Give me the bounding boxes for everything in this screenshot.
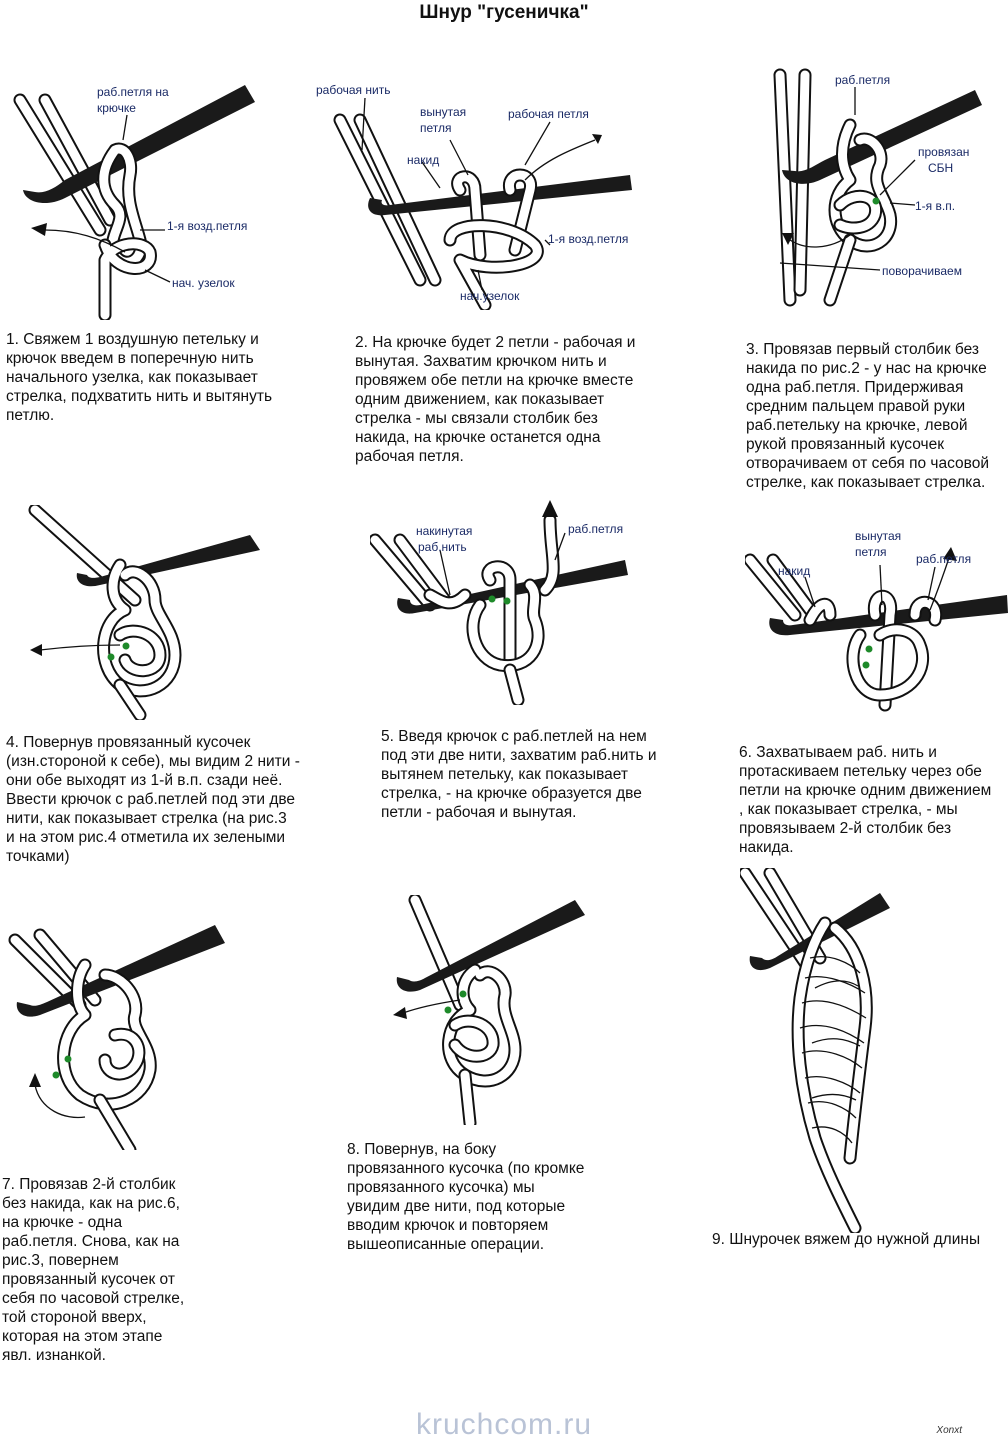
figure-6-label-loop: петля <box>855 545 887 559</box>
step-7-text: 7. Провязав 2-й столбик без накида, как … <box>2 1176 185 1364</box>
figure-2-label-pulled: вынутая <box>420 105 466 119</box>
figure-8-diagram <box>393 895 585 1125</box>
figure-9-diagram <box>740 868 890 1233</box>
page-title: Шнур "гусеничка" <box>419 2 589 23</box>
figure-1-label-loop: раб.петля на <box>97 85 169 99</box>
figure-1-label-chain: 1-я возд.петля <box>167 219 247 233</box>
step-3-text: 3. Провязав первый столбик без накида по… <box>746 341 989 491</box>
figure-6-label-yarn-over: накид <box>778 564 810 578</box>
figure-3-label-sc: СБН <box>928 161 953 175</box>
step-2-text: 2. На крючке будет 2 петли - рабочая и в… <box>355 334 636 465</box>
figure-3-diagram: раб.петля провязан СБН 1-я в.п. поворачи… <box>773 68 982 307</box>
figure-2-diagram: рабочая нить вынутая петля рабочая петля… <box>316 83 632 310</box>
figure-6-label-pulled: вынутая <box>855 529 901 543</box>
footer-watermark: kruchcom.ru <box>415 1408 593 1441</box>
figure-5-label-yarn: раб.нить <box>418 540 467 554</box>
figure-4-diagram <box>28 505 261 720</box>
figure-2-label-loop: петля <box>420 121 452 135</box>
figure-6-label-working-loop: раб.петля <box>916 552 971 566</box>
step-6-text: 6. Захватываем раб. нить и протаскиваем … <box>739 744 992 856</box>
step-9-text: 9. Шнурочек вяжем до нужной длины <box>712 1231 981 1248</box>
figure-7-diagram <box>8 925 226 1150</box>
figure-5-label-thrown: накинутая <box>416 524 472 538</box>
figure-2-label-chain: 1-я возд.петля <box>548 232 628 246</box>
step-1-text: 1. Свяжем 1 воздушную петельку и крючок … <box>6 331 273 424</box>
figure-1-label-knot: нач. узелок <box>172 276 235 290</box>
figure-3-label-loop: раб.петля <box>835 73 890 87</box>
figure-3-label-turn: поворачиваем <box>882 264 962 278</box>
figure-6-diagram: вынутая петля накид раб.петля <box>745 529 1008 712</box>
step-8-text: 8. Повернув, на боку провязанного кусочк… <box>347 1141 585 1253</box>
figure-5-diagram: накинутая раб.нить раб.петля <box>370 500 628 705</box>
figure-3-label-chain: 1-я в.п. <box>915 199 955 213</box>
step-4-text: 4. Повернув провязанный кусочек (изн.сто… <box>6 734 300 865</box>
figure-5-label-loop: раб.петля <box>568 522 623 536</box>
figure-1-label-hook: крючке <box>97 101 136 115</box>
figure-3-label-done: провязан <box>918 145 969 159</box>
figure-2-label-working-loop: рабочая петля <box>508 107 589 121</box>
figure-2-label-yarn-over: накид <box>407 153 439 167</box>
author-signature: Xonxt <box>936 1425 962 1436</box>
figure-2-label-knot: нач.узелок <box>460 289 520 303</box>
step-5-text: 5. Введя крючок с раб.петлей на нем под … <box>381 728 657 821</box>
figure-1-diagram: раб.петля на крючке 1-я возд.петля нач. … <box>13 85 255 320</box>
figure-2-label-working-yarn: рабочая нить <box>316 83 390 97</box>
